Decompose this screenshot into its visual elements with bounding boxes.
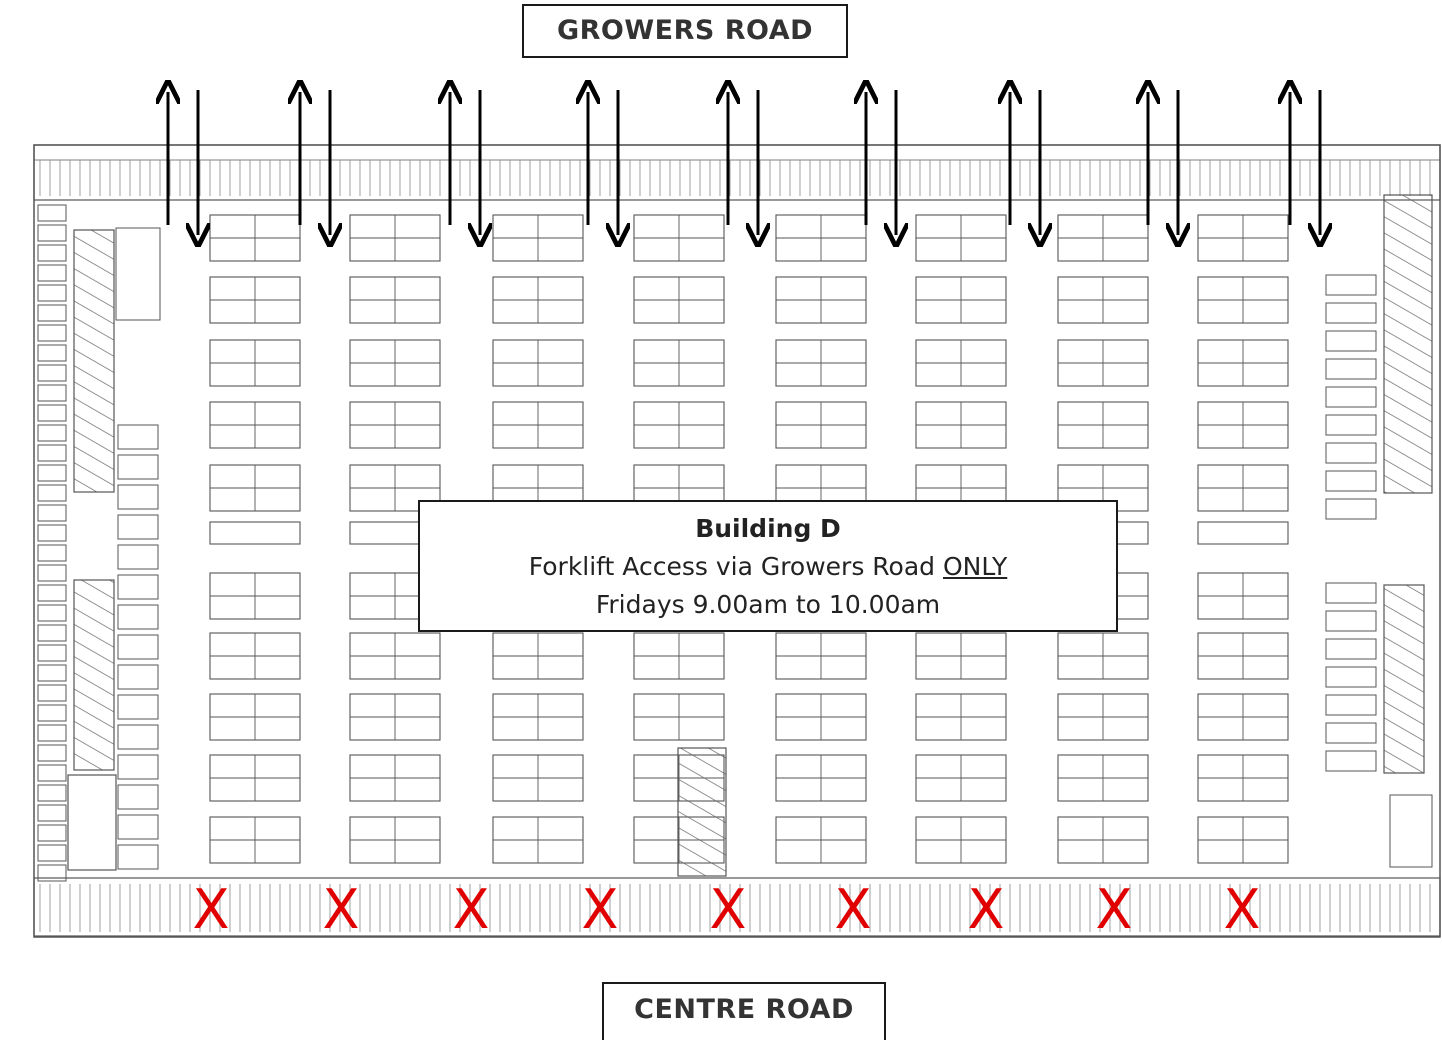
left-room [115, 227, 161, 321]
top-stall-strip [33, 144, 1441, 201]
left-inner-stall [117, 484, 159, 510]
left-office [67, 774, 117, 871]
no-access-marker: X [710, 878, 747, 941]
right-room [1389, 794, 1433, 868]
left-stall [37, 224, 67, 242]
left-inner-stall [117, 424, 159, 450]
left-stall [37, 544, 67, 562]
growers-road-label: GROWERS ROAD [522, 4, 848, 58]
left-inner-stall [117, 724, 159, 750]
left-stall [37, 724, 67, 742]
left-stall [37, 664, 67, 682]
right-stall [1325, 330, 1377, 352]
left-hatched-area-lower [73, 579, 115, 771]
left-stall [37, 424, 67, 442]
right-stall [1325, 582, 1377, 604]
left-stall [37, 604, 67, 622]
notice-access-text: Forklift Access via Growers Road [528, 552, 943, 581]
left-stall [37, 344, 67, 362]
left-stall [37, 804, 67, 822]
no-access-marker: X [193, 878, 230, 941]
left-stall [37, 364, 67, 382]
left-stall [37, 784, 67, 802]
left-inner-stall [117, 544, 159, 570]
left-stall [37, 484, 67, 502]
left-inner-stall [117, 784, 159, 810]
left-inner-stall [117, 514, 159, 540]
left-inner-stall [117, 754, 159, 780]
left-inner-stall [117, 844, 159, 870]
right-stall [1325, 498, 1377, 520]
left-stall [37, 444, 67, 462]
no-access-marker: X [968, 878, 1005, 941]
left-stall [37, 404, 67, 422]
no-access-marker: X [582, 878, 619, 941]
left-inner-stall [117, 574, 159, 600]
bottom-stall-strip [33, 877, 1441, 937]
right-stall [1325, 470, 1377, 492]
right-stall [1325, 274, 1377, 296]
right-stall [1325, 386, 1377, 408]
left-stall [37, 684, 67, 702]
right-stall [1325, 610, 1377, 632]
left-inner-stall [117, 694, 159, 720]
left-stall [37, 584, 67, 602]
building-notice: Building D Forklift Access via Growers R… [418, 500, 1118, 632]
no-access-marker: X [835, 878, 872, 941]
right-stall [1325, 358, 1377, 380]
right-stall [1325, 638, 1377, 660]
stall-block-single [209, 521, 301, 545]
left-stall [37, 644, 67, 662]
no-access-marker: X [323, 878, 360, 941]
right-stall [1325, 302, 1377, 324]
notice-title: Building D [695, 514, 841, 543]
left-stall [37, 324, 67, 342]
right-stall [1325, 442, 1377, 464]
right-hatched-area-lower [1383, 584, 1425, 774]
notice-hours: Fridays 9.00am to 10.00am [595, 590, 941, 619]
left-stall [37, 204, 67, 222]
left-stall [37, 864, 67, 882]
stall-block-single [1197, 521, 1289, 545]
no-access-marker: X [453, 878, 490, 941]
no-access-marker: X [1096, 878, 1133, 941]
left-inner-stall [117, 634, 159, 660]
right-hatched-area-upper [1383, 194, 1433, 494]
right-stall [1325, 414, 1377, 436]
left-stall [37, 284, 67, 302]
right-stall [1325, 694, 1377, 716]
right-stall [1325, 722, 1377, 744]
left-stall [37, 564, 67, 582]
no-access-marker: X [1224, 878, 1261, 941]
right-stall [1325, 666, 1377, 688]
left-stall [37, 244, 67, 262]
left-stall [37, 504, 67, 522]
left-stall [37, 744, 67, 762]
left-stall [37, 464, 67, 482]
hatched-bay-center [677, 747, 727, 877]
left-inner-stall [117, 814, 159, 840]
left-stall [37, 304, 67, 322]
left-inner-stall [117, 454, 159, 480]
centre-road-label: CENTRE ROAD [602, 982, 886, 1040]
notice-access: Forklift Access via Growers Road ONLY [420, 548, 1116, 586]
left-stall [37, 824, 67, 842]
left-stall [37, 764, 67, 782]
left-stall [37, 524, 67, 542]
notice-access-emphasis: ONLY [942, 552, 1008, 581]
right-stall [1325, 750, 1377, 772]
left-stall [37, 844, 67, 862]
left-inner-stall [117, 664, 159, 690]
left-inner-stall [117, 604, 159, 630]
left-stall [37, 704, 67, 722]
left-stall [37, 624, 67, 642]
left-hatched-area-upper [73, 229, 115, 493]
left-stall [37, 384, 67, 402]
left-stall [37, 264, 67, 282]
